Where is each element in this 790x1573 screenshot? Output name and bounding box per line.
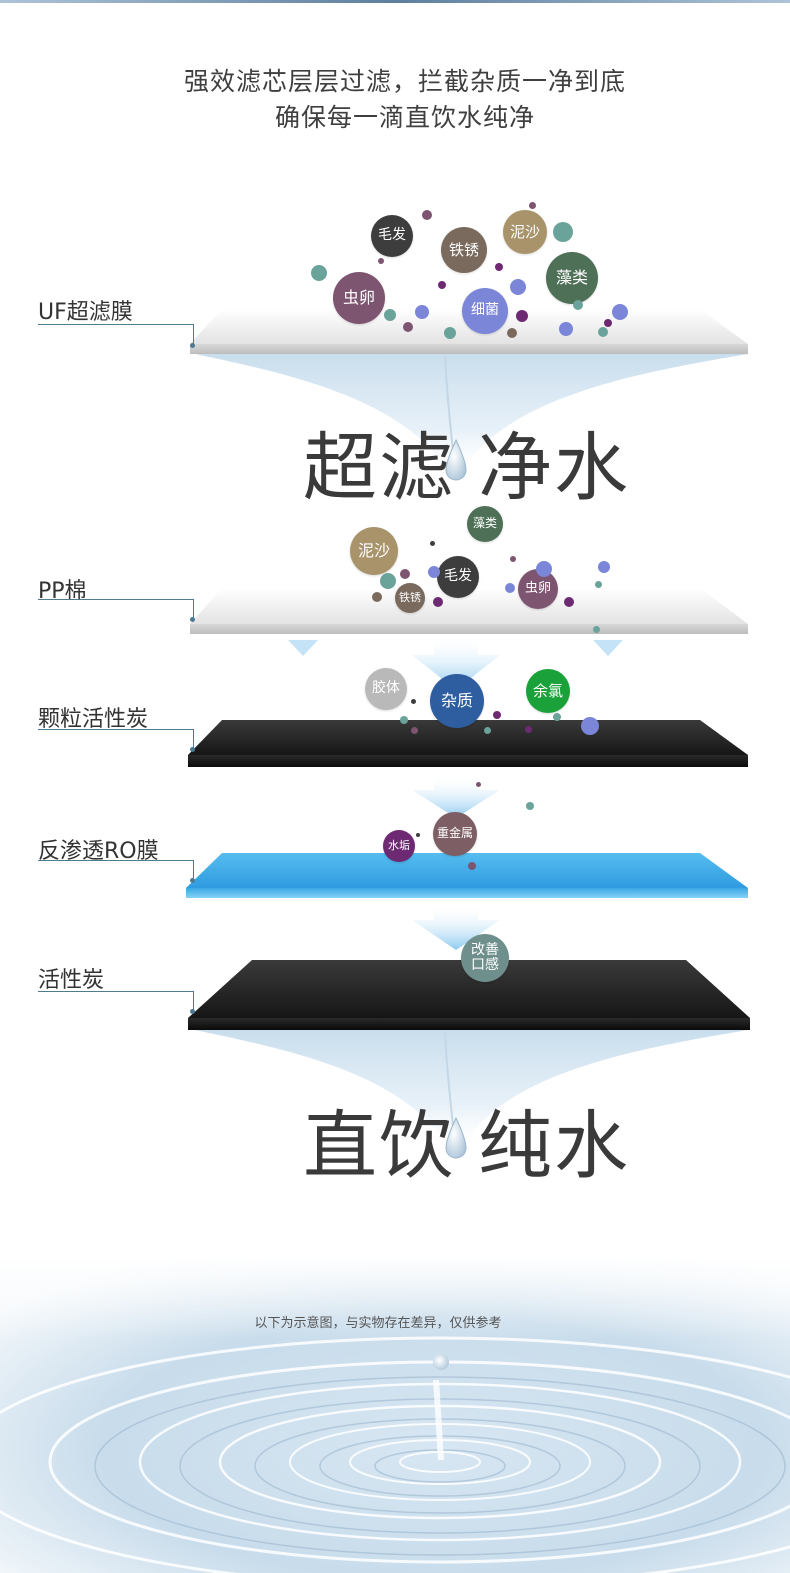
leader-uf <box>38 324 194 347</box>
particle <box>573 300 583 310</box>
disclaimer: 以下为示意图，与实物存在差异，仅供参考 <box>254 1316 502 1331</box>
particle <box>581 717 599 735</box>
bubble-pp-eggs: 虫卵 <box>518 569 558 609</box>
bubble-colloid: 胶体 <box>365 668 407 710</box>
particle <box>411 727 418 734</box>
headline-line-1: 强效滤芯层层过滤，拦截杂质一净到底 <box>183 67 626 96</box>
bubble-uf-hair: 毛发 <box>371 215 413 257</box>
particle <box>507 328 517 338</box>
leader-dot-pp <box>190 617 195 622</box>
particle <box>400 569 410 579</box>
label-activated-carbon: 活性炭 <box>38 968 105 993</box>
bubble-uf-eggs: 虫卵 <box>333 272 385 324</box>
particle <box>495 263 503 271</box>
particle <box>476 782 481 787</box>
bubble-pp-sand: 泥沙 <box>350 527 398 575</box>
particle <box>553 222 573 242</box>
particle <box>604 319 612 327</box>
particle <box>493 711 501 719</box>
bubble-pp-hair: 毛发 <box>437 556 479 598</box>
particle <box>516 310 528 322</box>
particle <box>553 713 561 721</box>
particle <box>372 592 382 602</box>
particle <box>384 309 396 321</box>
particle <box>378 258 384 264</box>
bubble-uf-algae: 藻类 <box>546 252 598 304</box>
particle <box>403 322 413 332</box>
particle <box>428 566 440 578</box>
result-clean-water: 净水 <box>478 425 630 511</box>
result-pure-water: 纯水 <box>478 1103 630 1189</box>
particle <box>510 556 516 562</box>
bubble-pp-rust: 铁锈 <box>395 583 425 613</box>
leader-granular-carbon <box>38 729 194 750</box>
particle <box>438 281 446 289</box>
bubble-residual-chlorine: 余氯 <box>526 669 570 713</box>
particle <box>400 716 408 724</box>
particle <box>564 597 574 607</box>
particle <box>430 541 435 546</box>
leader-ro <box>38 860 194 881</box>
bubble-heavy-metal: 重金属 <box>433 812 477 856</box>
bubble-improve-taste: 改善口感 <box>461 934 509 982</box>
bubble-uf-sand: 泥沙 <box>503 210 547 254</box>
label-granular-carbon: 颗粒活性炭 <box>38 707 149 732</box>
particle <box>422 210 432 220</box>
particle <box>593 626 600 633</box>
leader-dot-ro <box>190 878 195 883</box>
particle <box>529 202 536 209</box>
particle <box>411 699 416 704</box>
particle <box>612 304 628 320</box>
label-ro-membrane: 反渗透RO膜 <box>38 839 159 864</box>
bubble-pp-algae: 藻类 <box>467 506 503 542</box>
particle <box>416 833 420 837</box>
bubble-impurity: 杂质 <box>430 674 484 728</box>
particle <box>595 581 602 588</box>
leader-dot-granular-carbon <box>190 747 195 752</box>
particle <box>311 265 327 281</box>
bubble-uf-bacteria: 细菌 <box>462 288 508 334</box>
particle <box>536 561 552 577</box>
result-direct-drink: 直饮 <box>303 1103 455 1189</box>
bubble-uf-rust: 铁锈 <box>441 227 487 273</box>
headline-line-2: 确保每一滴直饮水纯净 <box>274 103 535 132</box>
leader-pp <box>38 599 194 620</box>
bubble-scale: 水垢 <box>383 830 415 862</box>
particle <box>526 802 534 810</box>
particle <box>510 279 526 295</box>
leader-carbon <box>38 991 194 1012</box>
particle <box>415 305 429 319</box>
particle <box>380 573 396 589</box>
top-border <box>0 0 790 3</box>
particle <box>598 327 608 337</box>
particle <box>525 726 532 733</box>
particle <box>598 561 610 573</box>
particle <box>484 727 491 734</box>
particle <box>505 583 515 593</box>
particle <box>468 862 476 870</box>
improve-taste-label: 改善口感 <box>471 941 499 973</box>
particle <box>559 322 573 336</box>
label-uf-membrane: UF超滤膜 <box>38 300 133 325</box>
particle <box>444 327 456 339</box>
leader-dot-uf <box>190 343 195 348</box>
result-ultra-filter: 超滤 <box>303 425 455 511</box>
leader-dot-carbon <box>190 1009 195 1014</box>
particle <box>433 597 443 607</box>
